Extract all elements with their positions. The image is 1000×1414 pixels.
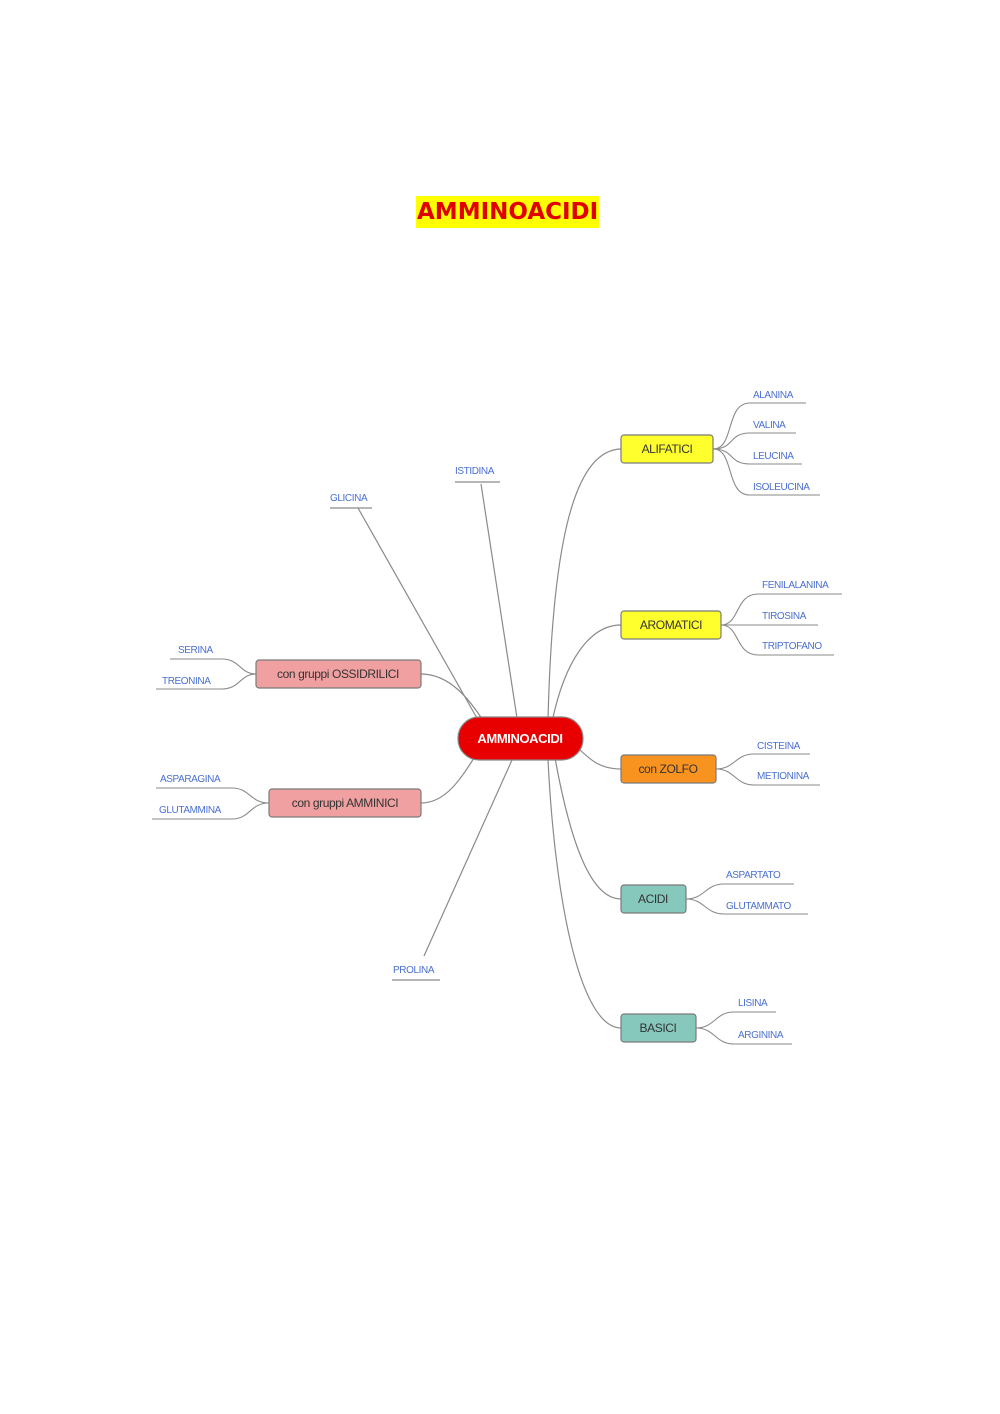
node-amminici[interactable]: con gruppi AMMINICI xyxy=(268,788,422,818)
center-node[interactable]: AMMINOACIDI xyxy=(457,716,584,761)
leaf-isoleucina: ISOLEUCINA xyxy=(753,482,810,493)
connectors xyxy=(330,448,622,1029)
leaf-glutammina: GLUTAMMINA xyxy=(159,805,222,816)
leaf-prolina: PROLINA xyxy=(393,965,435,976)
node-ossidrilici[interactable]: con gruppi OSSIDRILICI xyxy=(255,659,422,689)
leaf-alanina: ALANINA xyxy=(753,390,794,401)
node-acidi[interactable]: ACIDI xyxy=(620,884,687,914)
leaf-metionina: METIONINA xyxy=(757,771,810,782)
leaf-aspartato: ASPARTATO xyxy=(726,870,781,881)
node-basici-label: BASICI xyxy=(640,1021,677,1035)
leaf-asparagina: ASPARAGINA xyxy=(160,774,221,785)
leaf-fenilalanina: FENILALANINA xyxy=(762,580,829,591)
leaf-treonina: TREONINA xyxy=(162,676,211,687)
leaf-valina: VALINA xyxy=(753,420,786,431)
node-basici[interactable]: BASICI xyxy=(620,1013,697,1043)
node-ossidrilici-label: con gruppi OSSIDRILICI xyxy=(277,667,399,681)
leaf-leucina: LEUCINA xyxy=(753,451,794,462)
node-aromatici-label: AROMATICI xyxy=(640,618,702,632)
node-aromatici[interactable]: AROMATICI xyxy=(620,610,722,640)
node-amminici-label: con gruppi AMMINICI xyxy=(292,796,399,810)
leaf-connectors xyxy=(152,402,842,1045)
center-node-label: AMMINOACIDI xyxy=(477,731,562,746)
leaf-lisina: LISINA xyxy=(738,998,768,1009)
node-zolfo-label: con ZOLFO xyxy=(638,762,697,776)
leaf-arginina: ARGININA xyxy=(738,1030,784,1041)
page-title: AMMINOACIDI xyxy=(416,196,600,228)
node-zolfo[interactable]: con ZOLFO xyxy=(620,754,717,784)
node-alifatici-label: ALIFATICI xyxy=(642,442,693,456)
leaf-triptofano: TRIPTOFANO xyxy=(762,641,822,652)
node-acidi-label: ACIDI xyxy=(638,892,668,906)
leaf-labels: ALANINA VALINA LEUCINA ISOLEUCINA FENILA… xyxy=(159,390,829,1041)
leaf-serina: SERINA xyxy=(178,645,214,656)
leaf-glicina: GLICINA xyxy=(330,493,368,504)
node-alifatici[interactable]: ALIFATICI xyxy=(620,434,714,464)
leaf-glutammato: GLUTAMMATO xyxy=(726,901,792,912)
leaf-istidina: ISTIDINA xyxy=(455,466,495,477)
leaf-tirosina: TIROSINA xyxy=(762,611,807,622)
leaf-cisteina: CISTEINA xyxy=(757,741,801,752)
